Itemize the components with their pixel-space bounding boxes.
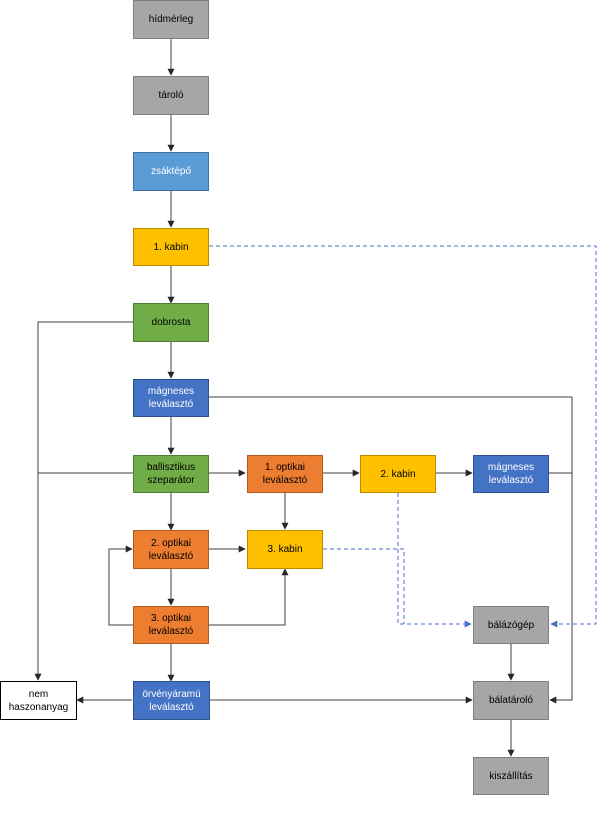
node-magneses-levalaszto-2-label: mágneses leválasztó	[487, 462, 535, 486]
dashed-edge-kabin2-balazogep	[397, 493, 472, 628]
edge-dobrosta-nem-haszonanyag	[34, 321, 133, 681]
node-balazogep: bálázógép	[473, 606, 549, 644]
node-balatarolo-label: bálatároló	[489, 695, 533, 706]
node-optikai-levalaszto-1-label: 1. optikai leválasztó	[262, 462, 308, 486]
edge-optikai3-optikai2-loop	[108, 545, 133, 626]
node-ballisztikus-szeparator: ballisztikus szeparátor	[133, 455, 209, 493]
node-magneses-levalaszto-1-label: mágneses leválasztó	[147, 386, 195, 410]
node-optikai-levalaszto-2-label: 2. optikai leválasztó	[148, 537, 194, 562]
node-dobrosta: dobrosta	[133, 303, 209, 342]
node-orvenyaramu-levalaszto: örvényáramú leválasztó	[133, 681, 210, 720]
edge-magneses1-balatarolo	[209, 396, 573, 704]
node-kiszallitas: kiszállítás	[473, 757, 549, 795]
node-ballisztikus-szeparator-label: ballisztikus szeparátor	[146, 462, 196, 486]
node-hidmerleg-label: hídmérleg	[148, 14, 194, 25]
node-kabin3-label: 3. kabin	[267, 544, 303, 555]
node-optikai-levalaszto-2: 2. optikai leválasztó	[133, 530, 209, 569]
node-hidmerleg: hídmérleg	[133, 0, 209, 39]
node-balatarolo: bálatároló	[473, 681, 549, 720]
node-kabin2-label: 2. kabin	[380, 468, 416, 480]
node-optikai-levalaszto-3: 3. optikai leválasztó	[133, 606, 209, 644]
node-zsaktepo: zsáktépő	[133, 152, 209, 191]
node-optikai-levalaszto-3-label: 3. optikai leválasztó	[148, 613, 194, 637]
node-kiszallitas-label: kiszállítás	[489, 770, 533, 782]
node-kabin1-label: 1. kabin	[153, 241, 189, 253]
node-orvenyaramu-levalaszto-label: örvényáramú leválasztó	[142, 688, 201, 713]
node-kabin2: 2. kabin	[360, 455, 436, 493]
dashed-edge-kabin3-balazogep	[323, 548, 405, 624]
node-tarolo-label: tároló	[158, 90, 184, 101]
node-tarolo: tároló	[133, 76, 209, 115]
node-dobrosta-label: dobrosta	[151, 317, 191, 328]
node-magneses-levalaszto-2: mágneses leválasztó	[473, 455, 549, 493]
node-balazogep-label: bálázógép	[487, 619, 535, 631]
node-kabin3: 3. kabin	[247, 530, 323, 569]
node-optikai-levalaszto-1: 1. optikai leválasztó	[247, 455, 323, 493]
edge-optikai3-kabin3	[209, 568, 289, 626]
node-kabin1: 1. kabin	[133, 228, 209, 266]
node-nem-haszonanyag: nem haszonanyag	[0, 681, 77, 720]
node-magneses-levalaszto-1: mágneses leválasztó	[133, 379, 209, 417]
dashed-edge-kabin1-balazogep	[209, 245, 597, 628]
node-nem-haszonanyag-label: nem haszonanyag	[8, 688, 69, 713]
node-zsaktepo-label: zsáktépő	[150, 166, 192, 177]
